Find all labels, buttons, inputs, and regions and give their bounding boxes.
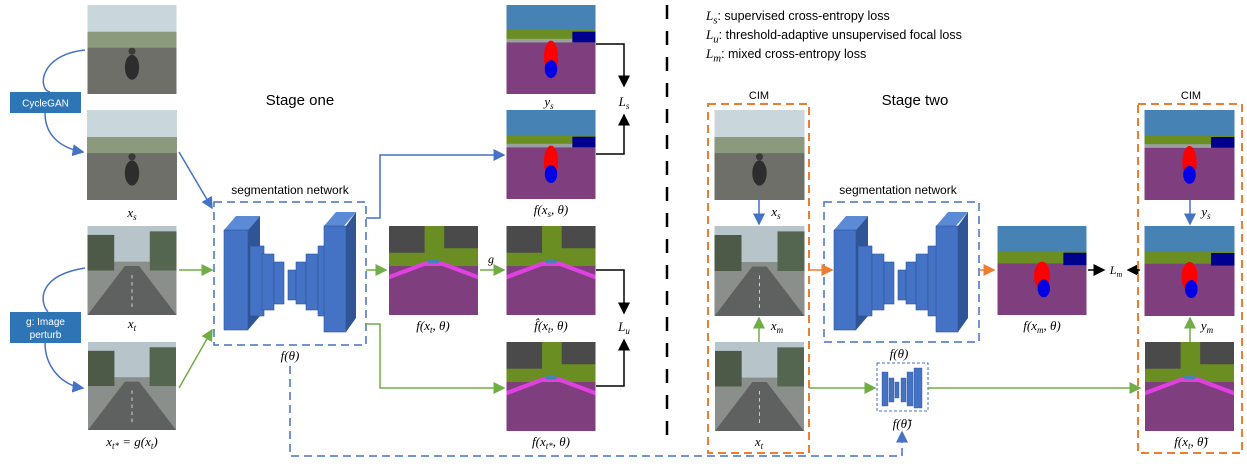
stage-two-label: Stage two xyxy=(882,92,949,109)
xs-image xyxy=(87,110,177,200)
ls-bracket-top xyxy=(596,43,630,88)
ema-update-arrow xyxy=(289,366,908,457)
teacher-net-box xyxy=(876,362,929,412)
network-blocks-teacher xyxy=(881,367,923,409)
cim-box-left xyxy=(707,103,810,454)
perturb-in-arrow xyxy=(42,267,86,313)
cim-label-left: CIM xyxy=(749,90,769,102)
cyclegan-box xyxy=(10,92,81,113)
label-g: g xyxy=(488,252,494,266)
perturb-box xyxy=(10,312,81,343)
label-ys-2: ys xyxy=(1199,204,1211,221)
label-f-xt-tilde: f(xt, θ̃) xyxy=(1174,434,1209,451)
network-blocks-1 xyxy=(223,212,356,333)
ys-map-stage2 xyxy=(1144,110,1235,200)
label-f-theta-2: f(θ) xyxy=(890,346,909,361)
legend-ls: Ls: supervised cross-entropy loss xyxy=(706,8,890,27)
label-xt-2: xt xyxy=(754,434,764,451)
xt-image-stage2 xyxy=(714,342,805,431)
seg-net-label-2: segmentation network xyxy=(839,183,957,197)
xm-image xyxy=(714,226,805,316)
label-xt-star: xt* = g(xt) xyxy=(105,434,158,451)
net-to-fxtstar-arrow xyxy=(366,323,506,394)
label-ls: Ls xyxy=(618,94,630,111)
f-xs-map xyxy=(506,110,596,199)
cyclegan-label: CycleGAN xyxy=(22,99,69,110)
ym-map xyxy=(1144,226,1235,316)
f-xm-map xyxy=(997,226,1087,315)
label-xt: xt xyxy=(127,316,137,333)
f-xtstar-map xyxy=(506,342,596,431)
perturb-label-1: g: Image xyxy=(26,317,65,328)
label-fhat-xt: f̂(xt, θ) xyxy=(534,318,567,335)
f-xt-tilde-map xyxy=(1145,342,1234,431)
fhat-xt-map xyxy=(506,226,596,315)
network-blocks-2 xyxy=(833,212,968,333)
label-f-xs: f(xs, θ) xyxy=(534,202,568,219)
lu-bracket-bottom xyxy=(596,338,630,387)
xs-to-net-arrow xyxy=(178,151,213,210)
cyclegan-out-arrow xyxy=(44,112,85,157)
legend-lm: Lm: mixed cross-entropy loss xyxy=(706,46,867,65)
label-f-theta-tilde: f(θ̃) xyxy=(893,416,913,431)
label-lm: Lm xyxy=(1109,263,1123,279)
stage-one-label: Stage one xyxy=(266,92,334,109)
label-f-xt: f(xt, θ) xyxy=(416,318,449,335)
gta-source-image xyxy=(87,5,177,94)
xs-image-stage2 xyxy=(714,110,805,200)
label-xs-2: xs xyxy=(770,204,781,221)
ys-map xyxy=(506,5,596,94)
net-to-fxs-arrow xyxy=(366,149,506,219)
cim-box-right xyxy=(1137,103,1243,454)
legend-lu: Lu: threshold-adaptive unsupervised foca… xyxy=(706,27,962,46)
label-xm: xm xyxy=(770,318,784,335)
label-f-xtstar: f(xt*, θ) xyxy=(532,434,570,451)
cyclegan-in-arrow xyxy=(42,49,86,93)
ls-bracket-bottom xyxy=(596,113,630,155)
seg-net-box-1 xyxy=(213,201,367,346)
label-lu: Lu xyxy=(617,319,630,336)
xt-image xyxy=(87,226,177,315)
lu-bracket-top xyxy=(596,269,630,315)
seg-net-label-1: segmentation network xyxy=(231,183,349,197)
xtstar-to-net-arrow xyxy=(178,328,213,389)
label-f-xm: f(xm, θ) xyxy=(1023,318,1060,335)
label-xs: xs xyxy=(126,205,137,222)
label-f-theta-1: f(θ) xyxy=(281,348,300,363)
perturb-out-arrow xyxy=(44,342,85,393)
label-ym: ym xyxy=(1199,318,1214,335)
f-xt-map xyxy=(389,226,478,315)
xt-star-image xyxy=(87,342,177,430)
cim-label-right: CIM xyxy=(1181,90,1201,102)
perturb-label-2: perturb xyxy=(30,330,62,341)
label-ys: ys xyxy=(542,94,554,111)
